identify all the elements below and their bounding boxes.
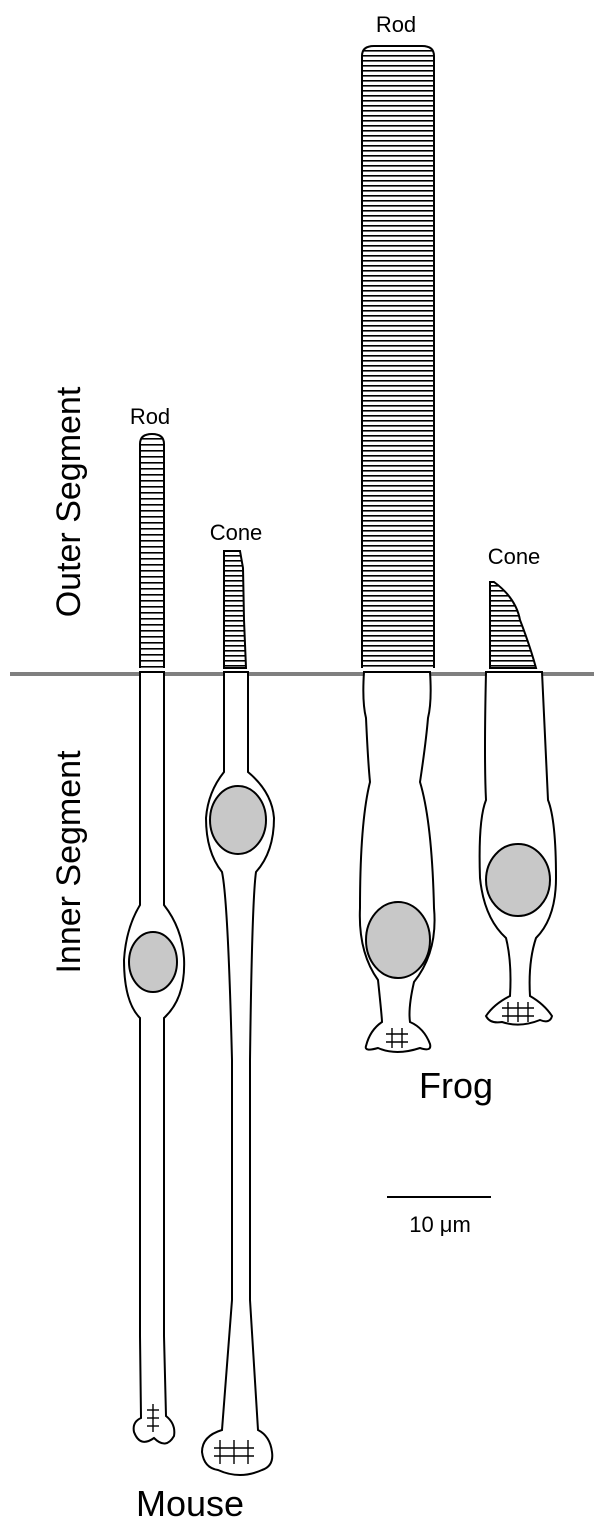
- mouse-rod-nucleus: [129, 932, 177, 992]
- scale-bar-label: 10 μm: [409, 1212, 471, 1237]
- frog-rod-outer-segment: [362, 46, 434, 668]
- mouse-cone-outer-segment: [224, 551, 246, 668]
- frog-cone-outer-segment: [490, 582, 536, 668]
- frog-rod-label: Rod: [376, 12, 416, 37]
- mouse-cone-synapse-marks: [214, 1440, 254, 1464]
- mouse-rod-label: Rod: [130, 404, 170, 429]
- outer-segment-label: Outer Segment: [50, 386, 88, 617]
- frog-label: Frog: [419, 1065, 493, 1106]
- frog-rod-cell: [360, 46, 435, 1052]
- inner-segment-label: Inner Segment: [50, 750, 88, 974]
- frog-cone-nucleus: [486, 844, 550, 916]
- mouse-rod-body: [124, 672, 184, 1444]
- mouse-rod-outer-segment: [140, 434, 164, 668]
- mouse-cone-nucleus: [210, 786, 266, 854]
- frog-rod-nucleus: [366, 902, 430, 978]
- frog-cone-cell: [480, 582, 556, 1025]
- mouse-cone-cell: [202, 551, 274, 1475]
- frog-cone-label: Cone: [488, 544, 541, 569]
- mouse-label: Mouse: [136, 1483, 244, 1524]
- frog-rod-body: [360, 672, 435, 1052]
- mouse-rod-cell: [124, 434, 184, 1444]
- mouse-cone-label: Cone: [210, 520, 263, 545]
